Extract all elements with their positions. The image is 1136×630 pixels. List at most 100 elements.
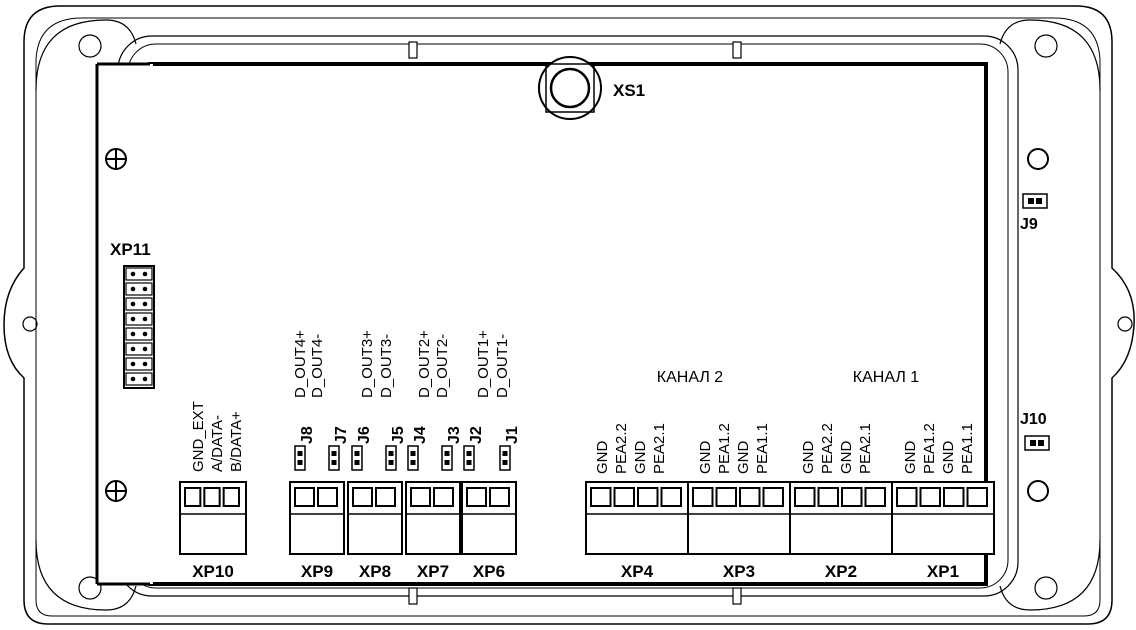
xp11-pin	[130, 346, 136, 352]
side-mount-hole-left	[22, 316, 38, 332]
jumper-pin	[297, 451, 303, 456]
xp1-terminal-slot	[943, 487, 965, 507]
xp3-pin-label: GND	[735, 441, 752, 475]
xp3-terminal-slot	[715, 487, 737, 507]
xp6-label: XP6	[473, 562, 505, 581]
jumper-body	[385, 445, 397, 471]
xp4-terminal-slot	[637, 487, 659, 507]
xp7-terminal-slot	[433, 487, 454, 507]
mount-hole-top-right	[1027, 148, 1049, 170]
xp10-terminal-slot	[184, 487, 202, 507]
jumper-j5: J5	[385, 426, 407, 471]
xp11-pin	[142, 361, 148, 367]
xp9-terminal-slot	[317, 487, 338, 507]
xp11-pin-row	[125, 327, 153, 341]
xp8-terminal-slot	[352, 487, 373, 507]
clip-bottom-right	[732, 587, 742, 605]
jumper-body	[407, 445, 419, 471]
screw-bottom-left-icon	[105, 480, 127, 502]
j9-label: J9	[1020, 216, 1038, 233]
xp3-pin-label: PEA1.2	[716, 423, 733, 474]
housing-outline	[3, 5, 1135, 625]
j10-jumper	[1024, 435, 1050, 451]
jumper-j1: J1	[499, 426, 521, 471]
xp6-terminal-slot	[489, 487, 510, 507]
jumper-j7: J7	[328, 426, 350, 471]
channel-2-label: КАНАЛ 2	[657, 369, 724, 386]
xp4-pin-label: PEA2.1	[651, 423, 668, 474]
xp7-label: XP7	[417, 562, 449, 581]
xp11-pin-row	[125, 357, 153, 371]
xp6-pin-label: D_OUT1+	[475, 330, 492, 398]
jumper-body	[441, 445, 453, 471]
jumper-j3: J3	[441, 426, 463, 471]
xp11-pin-row	[125, 312, 153, 326]
jumper-label-j1: J1	[504, 426, 521, 444]
xp1-pin-label: GND	[940, 441, 957, 475]
jumper-j6: J6	[351, 426, 373, 471]
jumper-body	[499, 445, 511, 471]
xp3-terminal-slot	[692, 487, 714, 507]
xp2-pin-label: GND	[800, 441, 817, 475]
xp11-body	[123, 265, 155, 389]
housing-inner-outline	[35, 17, 1101, 617]
xp9-terminal-slot	[294, 487, 315, 507]
xp4-terminal-slot	[613, 487, 635, 507]
xp3-terminal-slot	[739, 487, 761, 507]
jumper-pin	[388, 460, 394, 465]
jumper-label-j4: J4	[412, 426, 429, 444]
xp6-terminal-slot	[466, 487, 487, 507]
jumper-label-j7: J7	[333, 426, 350, 444]
jumper-label-j2: J2	[468, 426, 485, 444]
xp11-pin	[142, 271, 148, 277]
jumper-pin	[502, 451, 508, 456]
xp11-pin	[130, 301, 136, 307]
xp6-connector: XP6 D_OUT1+D_OUT1- J2 J1	[461, 330, 521, 581]
xp11-pin-row	[125, 282, 153, 296]
xp2-terminal-slot	[794, 487, 816, 507]
xp9-pin-label: D_OUT4+	[292, 330, 309, 398]
xp2-pin-label: PEA2.1	[857, 423, 874, 474]
xp1-terminal-slot	[966, 487, 988, 507]
corner-mount-bottom-right	[999, 539, 1101, 611]
xp11-pin	[142, 331, 148, 337]
xp11-pin-row	[125, 342, 153, 356]
xp7-terminal-slot	[410, 487, 431, 507]
xp11-label: XP11	[110, 240, 151, 259]
xp2-label: XP2	[825, 562, 857, 581]
xp11-pin	[142, 346, 148, 352]
jumper-pin	[331, 451, 337, 456]
jumper-label-j5: J5	[390, 426, 407, 444]
jumper-pin	[466, 460, 472, 465]
jumper-pin	[410, 451, 416, 456]
xp11-pin	[130, 361, 136, 367]
xp2-terminal-slot	[864, 487, 886, 507]
j10-label: J10	[1020, 411, 1047, 428]
xp11-pin-row	[125, 372, 153, 386]
xp6-pin-label: D_OUT1-	[494, 334, 511, 398]
jumper-pin	[410, 460, 416, 465]
xp11-header	[123, 265, 155, 389]
xp4-pin-label: GND	[632, 441, 649, 475]
xp8-terminal-slot	[375, 487, 396, 507]
xp4-label: XP4	[621, 562, 654, 581]
xs1-cable-gland	[538, 56, 602, 120]
xp8-pin-label: D_OUT3-	[378, 334, 395, 398]
xp2-terminal-slot	[841, 487, 863, 507]
jumper-j4: J4	[407, 426, 429, 471]
xp11-pin	[142, 301, 148, 307]
side-mount-hole-right	[1117, 316, 1133, 332]
clip-top-left	[408, 41, 418, 59]
xp7-pin-label: D_OUT2+	[416, 330, 433, 398]
jumper-body	[351, 445, 363, 471]
jumper-pin	[388, 451, 394, 456]
jumper-pin	[444, 460, 450, 465]
clip-bottom-left	[408, 587, 418, 605]
xp11-pin-row	[125, 297, 153, 311]
